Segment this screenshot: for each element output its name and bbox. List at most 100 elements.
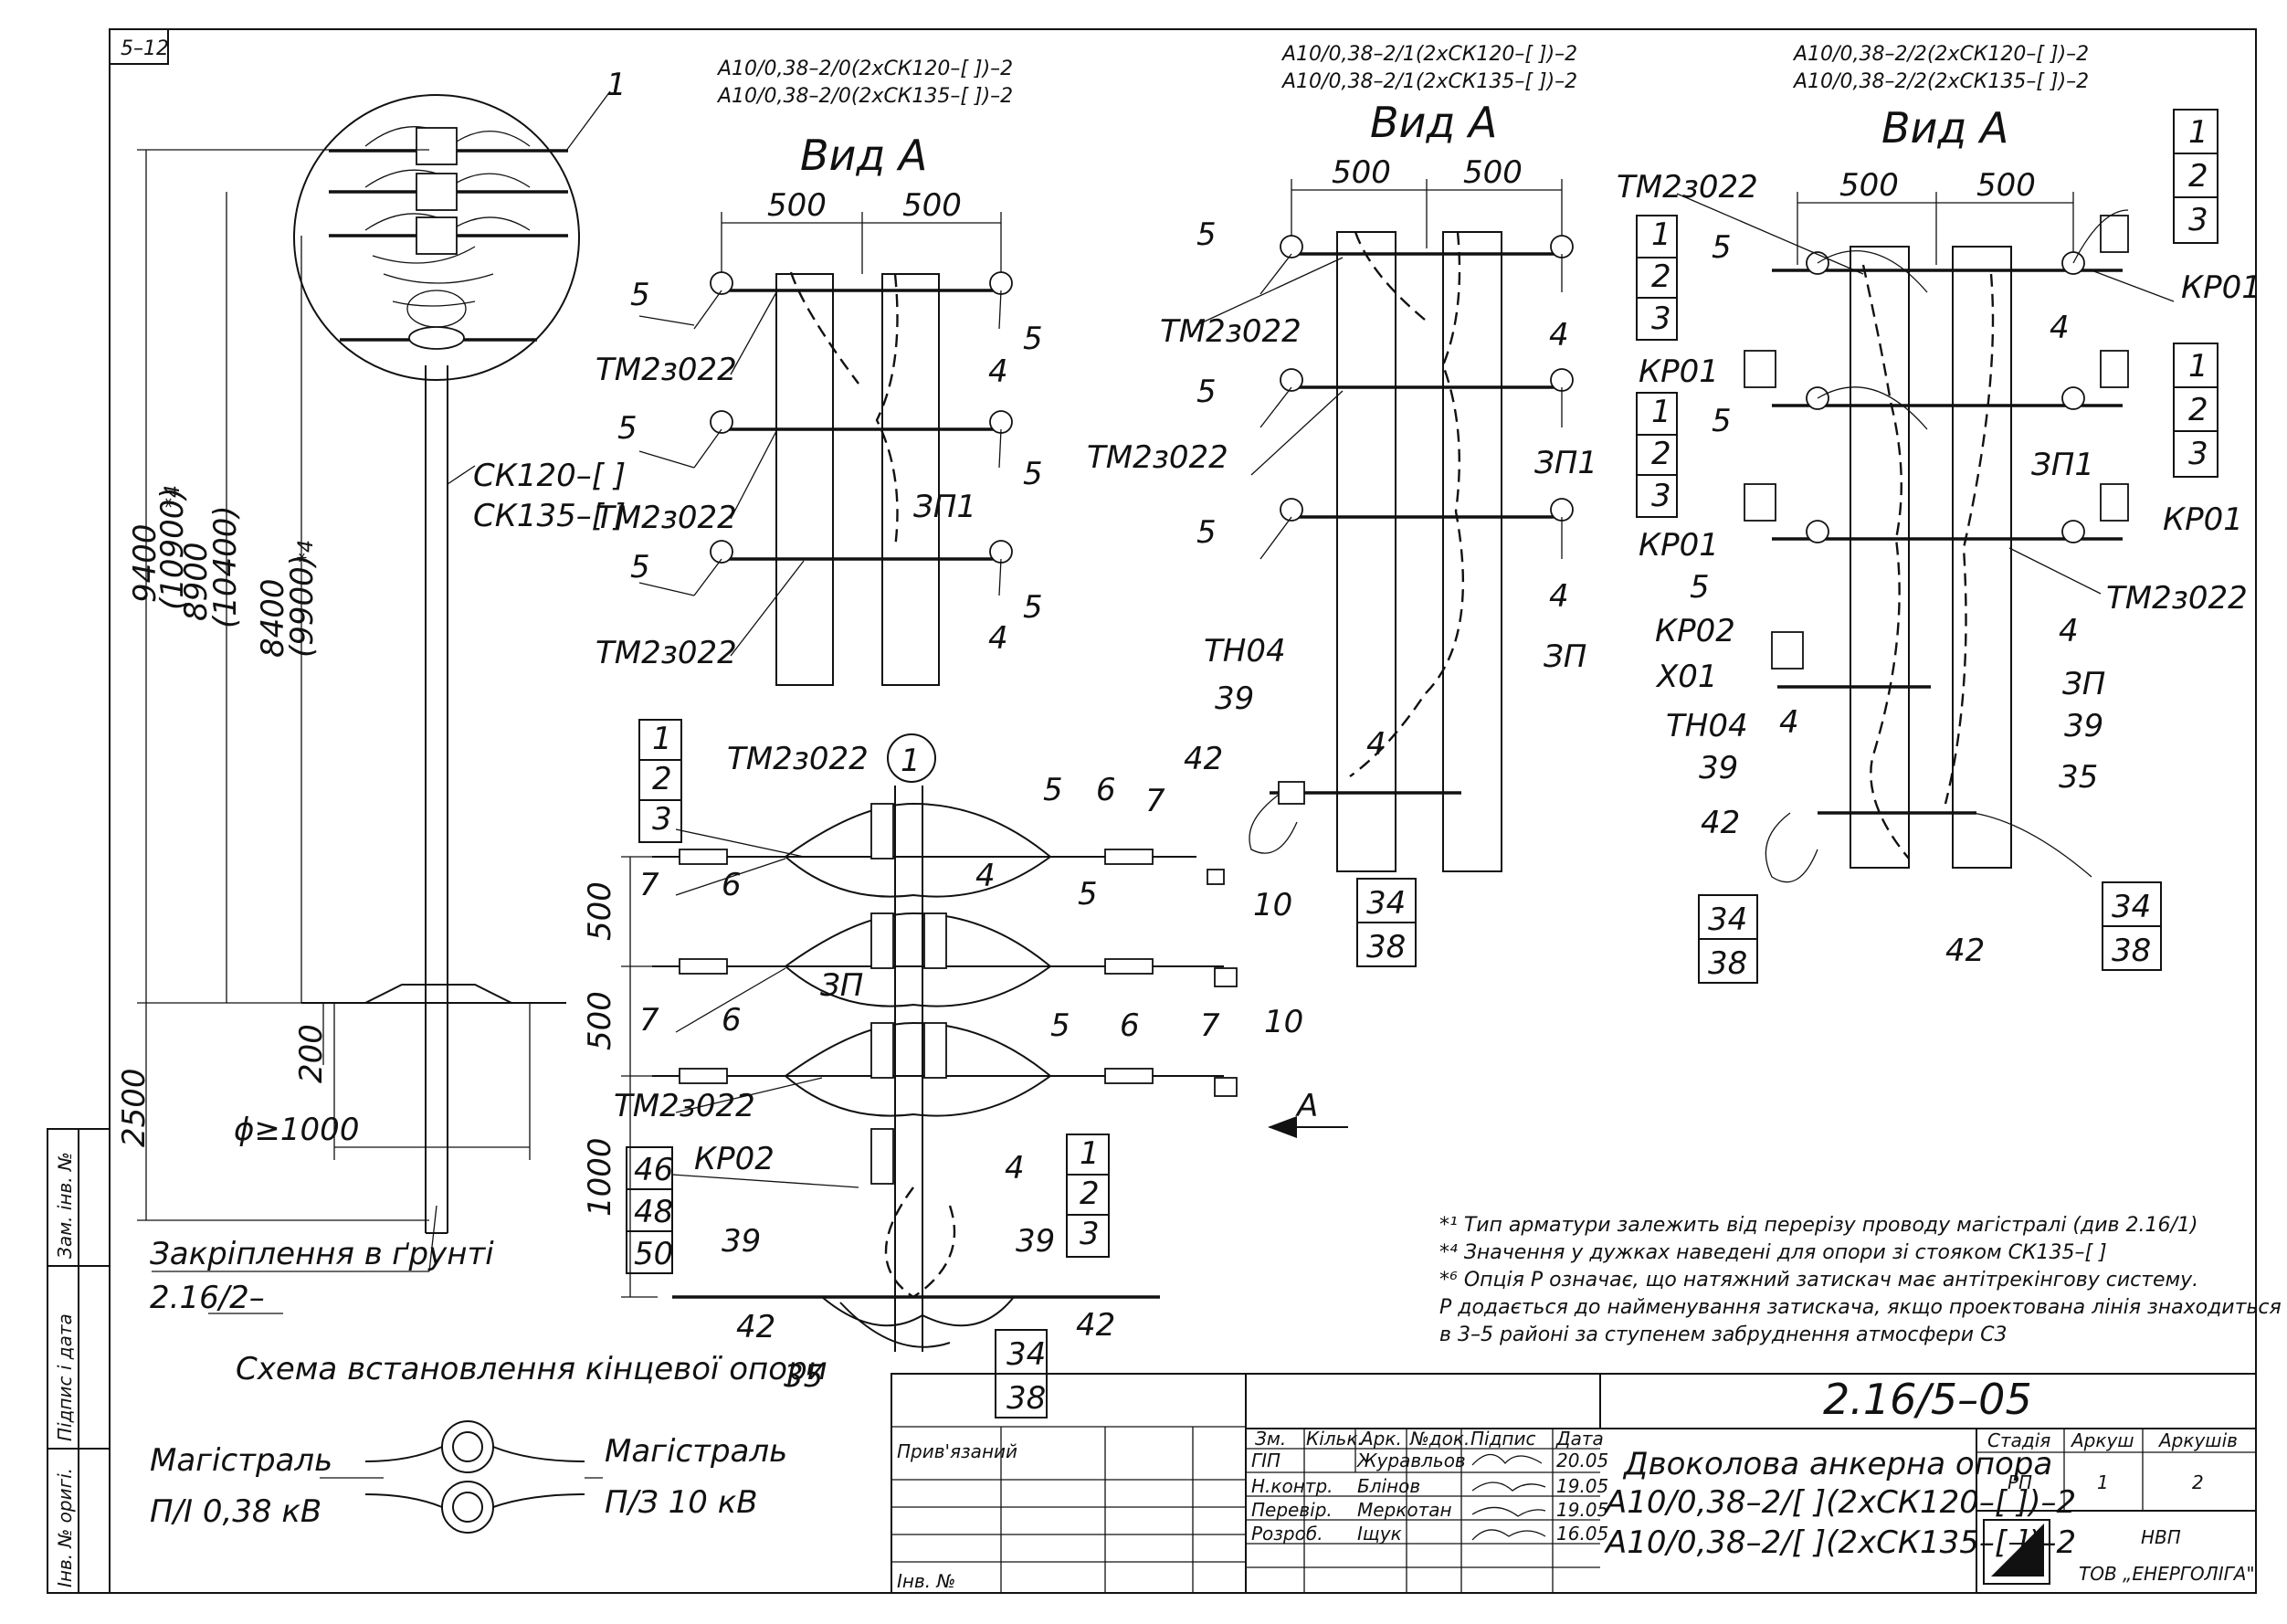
view2-lbl-4c: 4 [1366, 726, 1386, 763]
pole-elevation: 1 ϕ≥1000 9400 (10900) *4 8900 (10400) 84… [116, 67, 627, 1316]
view3-dim1: 500 [1839, 167, 1899, 204]
hdr-ark: Арк. [1359, 1428, 1402, 1450]
view1-lbl-tm3: ТМ2з022 [595, 635, 737, 671]
view3-lbl-39b: 39 [2064, 708, 2103, 744]
main-lbl-7c: 7 [639, 1002, 659, 1039]
view3-lbl-zp: ЗП [2062, 666, 2105, 702]
main-lbl-2a: 2 [652, 761, 672, 797]
view1-lbl-5c: 5 [617, 410, 638, 447]
notes: *¹ Тип арматури залежить від перерізу пр… [1439, 1214, 2282, 1346]
view3-code2: А10/0,38–2/2(2хСК135–[ ])–2 [1792, 70, 2089, 93]
view3-lbl-4a: 4 [2059, 613, 2079, 649]
main-lbl-50: 50 [634, 1236, 673, 1272]
view2-lbl-34: 34 [1366, 885, 1406, 922]
view2-code1: А10/0,38–2/1(2хСК120–[ ])–2 [1281, 43, 1577, 66]
name-4: Іщук [1357, 1523, 1402, 1545]
main-lbl-39a: 39 [722, 1223, 761, 1260]
hdr-pidpys: Підпис [1470, 1428, 1536, 1450]
main-dim-1000: 1000 [582, 1137, 618, 1217]
view3-lbl-kp01b: КР01 [1639, 527, 1719, 564]
signature-table: Зм. Кільк. Арк. №док. Підпис Дата ГІП Н.… [1246, 1428, 1608, 1593]
view2-lbl-38: 38 [1366, 929, 1406, 965]
role-rozrob: Розроб. [1251, 1523, 1323, 1545]
view3-lbl-th04: ТН04 [1666, 708, 1748, 744]
dim-200: 200 [293, 1024, 330, 1083]
view1-code1: А10/0,38–2/0(2хСК120–[ ])–2 [716, 58, 1013, 80]
dim-10400: (10400) [207, 505, 244, 628]
name-1: Журавльов [1355, 1450, 1466, 1471]
note-2: *⁴ Значення у дужках наведені для опори … [1439, 1241, 2107, 1264]
main-lbl-4b: 4 [1005, 1150, 1025, 1186]
view3-lbl-4b: 4 [1779, 704, 1799, 741]
role-gip: ГІП [1251, 1450, 1281, 1471]
main-lbl-5c: 5 [1050, 1007, 1070, 1044]
dim-8900: 8900 [178, 542, 215, 621]
diameter-label: ϕ≥1000 [234, 1112, 359, 1148]
main-lbl-4a: 4 [975, 858, 996, 894]
doc-title-1: Двоколова анкерна опора [1622, 1446, 2052, 1482]
view2-lbl-zp1: ЗП1 [1534, 445, 1597, 481]
view1-lbl-5b: 5 [1023, 321, 1043, 357]
detail-marker [887, 733, 936, 783]
pole-ck120: СК120–[ ] [473, 458, 626, 494]
view-2: А10/0,38–2/1(2хСК120–[ ])–2 А10/0,38–2/1… [1087, 43, 1597, 967]
signature-3 [1471, 1506, 1546, 1517]
main-lbl-6c: 6 [722, 1002, 742, 1039]
view2-lbl-th04: ТН04 [1204, 633, 1286, 670]
view2-code2: А10/0,38–2/1(2хСК135–[ ])–2 [1281, 70, 1577, 93]
dim-8400: 8400 [255, 578, 291, 658]
main-lbl-39b: 39 [1016, 1223, 1055, 1260]
main-lbl-35: 35 [784, 1358, 823, 1395]
insulator-stacks [870, 803, 947, 1185]
dim-2500: 2500 [116, 1068, 153, 1147]
doc-title-3: А10/0,38–2/[ ](2хСК135–[ ])–2 [1604, 1524, 2076, 1561]
pole-ck135: СК135–[ ] [473, 498, 626, 534]
view2-lbl-5c: 5 [1196, 514, 1217, 551]
hdr-data: Дата [1555, 1428, 1604, 1450]
side-label-inv: Інв. № оригі. [54, 1468, 76, 1587]
view3-lbl-39a: 39 [1699, 750, 1738, 786]
side-stamp: Інв. № оригі. Підпис і дата Зам. інв. № [47, 1128, 111, 1594]
view1-lbl-5f: 5 [1023, 589, 1043, 626]
view1-lbl-5e: 5 [630, 549, 650, 585]
doc-title-2: А10/0,38–2/[ ](2хСК120–[ ])–2 [1604, 1484, 2076, 1521]
view3-dim2: 500 [1976, 167, 2036, 204]
main-lbl-7a: 7 [1145, 783, 1165, 819]
side-label-replace: Зам. інв. № [54, 1152, 76, 1259]
dim-9400: 9400 [127, 523, 163, 603]
view3-lbl-34b: 34 [2112, 889, 2151, 925]
main-lbl-10b: 10 [1264, 1004, 1303, 1040]
main-lbl-7b: 7 [639, 867, 659, 903]
main-lbl-kp02: КР02 [694, 1141, 775, 1177]
sheets-header: Аркушів [2157, 1429, 2238, 1451]
view3-lbl-1c: 1 [2188, 114, 2208, 151]
view1-lbl-5a: 5 [630, 277, 650, 313]
main-left-spec: П/І 0,38 кВ [150, 1493, 321, 1530]
main-lbl-5a: 5 [1043, 772, 1063, 808]
detail-marker-num: 1 [901, 743, 921, 779]
main-left-title: Магістраль [150, 1442, 332, 1479]
main-lbl-6a: 6 [1096, 772, 1116, 808]
foundation-ref: 2.16/2– [150, 1280, 265, 1316]
main-right-title: Магістраль [605, 1433, 787, 1470]
view3-lbl-tm1: ТМ2з022 [1617, 169, 1758, 206]
view2-lbl-39: 39 [1215, 680, 1254, 717]
sheet-header: Аркуш [2070, 1429, 2134, 1451]
view3-lbl-kp01a: КР01 [1639, 353, 1719, 390]
view3-lbl-38b: 38 [2112, 933, 2151, 969]
view1-title: Вид А [800, 131, 927, 180]
main-lbl-46: 46 [634, 1152, 673, 1188]
hdr-kilk: Кільк. [1306, 1428, 1364, 1450]
view3-lbl-42b: 42 [1945, 933, 1985, 969]
main-lbl-2b: 2 [1080, 1176, 1100, 1212]
soil-fixing-label: Закріплення в ґрунті [150, 1236, 494, 1272]
view3-lbl-4c: 4 [2050, 310, 2070, 346]
main-lbl-42b: 42 [1076, 1307, 1115, 1344]
view3-lbl-42a: 42 [1701, 805, 1740, 841]
view3-lbl-x01: Х01 [1655, 659, 1718, 695]
view3-lbl-3c: 3 [2188, 202, 2208, 238]
title-block: 2.16/5–05 Прив'язаний Інв. № Зм. Кільк. … [891, 1373, 2257, 1594]
main-lbl-5b: 5 [1078, 876, 1098, 912]
hdr-zm: Зм. [1255, 1428, 1286, 1450]
view3-lbl-2a: 2 [1651, 258, 1671, 295]
